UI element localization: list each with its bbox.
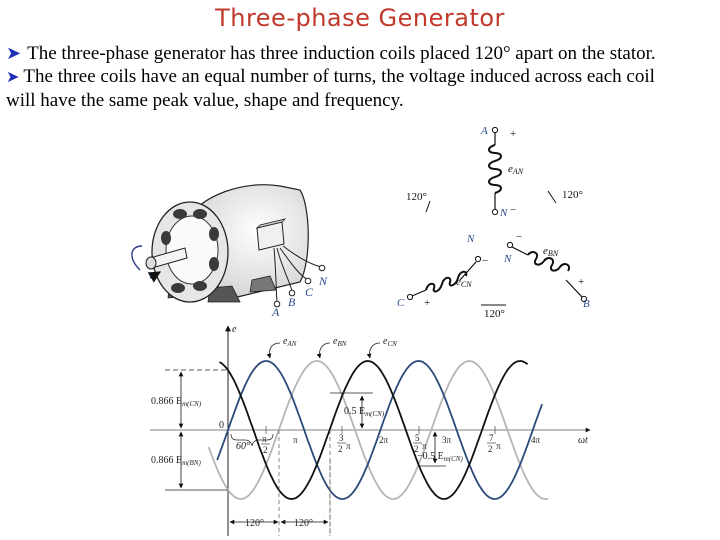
- svg-text:2: 2: [488, 444, 493, 454]
- svg-text:2: 2: [414, 444, 419, 454]
- annotation-0866-cn: 0.866 Em(CN): [151, 396, 202, 408]
- e-an-legend: eAN: [283, 336, 297, 348]
- tick-pi: π: [293, 435, 298, 445]
- e-bn-waveform: [207, 360, 549, 500]
- e-bn-label: eBN: [543, 245, 559, 258]
- waveform-chart: [150, 325, 591, 536]
- plus-sign: +: [510, 128, 516, 140]
- e-an-waveform: [216, 360, 543, 500]
- neutral-a-label: N: [499, 207, 508, 219]
- svg-text:7: 7: [489, 433, 494, 443]
- e-cn-legend: eCN: [383, 336, 397, 348]
- minus-sign: −: [516, 231, 522, 243]
- e-cn-waveform: [219, 360, 529, 500]
- annotation-05-cn: 0.5 Em(CN): [344, 406, 385, 418]
- tick-3pi: 3π: [442, 435, 452, 445]
- terminal-b-label: B: [583, 298, 590, 310]
- bullet-list: ➤The three-phase generator has three ind…: [6, 42, 718, 112]
- svg-text:π: π: [422, 441, 427, 451]
- svg-text:π: π: [346, 441, 351, 451]
- coil-labels: A + eAN N − 120° 120° 120° N − eCN C + −…: [397, 125, 590, 320]
- annotation-0866-bn: 0.866 Em(BN): [151, 455, 201, 467]
- terminal-label-b: B: [288, 295, 296, 309]
- svg-text:π: π: [496, 441, 501, 451]
- annotation-60deg: 60°: [236, 441, 250, 452]
- wt-axis-label: ωt: [578, 435, 588, 446]
- svg-text:2: 2: [263, 445, 268, 455]
- tick-4pi: 4π: [531, 435, 541, 445]
- coil-wye-diagram: [406, 126, 588, 306]
- page-title: Three-phase Generator: [215, 4, 505, 32]
- arrow-bullet-icon: ➤: [6, 43, 22, 63]
- minus-sign: −: [510, 204, 516, 216]
- terminal-a-label: A: [480, 125, 488, 137]
- coil-bn: [506, 241, 588, 303]
- svg-text:π: π: [262, 434, 267, 444]
- angle-label: 120°: [562, 189, 583, 201]
- e-cn-label: eCN: [456, 276, 472, 289]
- angle-label: 120°: [406, 191, 427, 203]
- plus-sign: +: [424, 297, 430, 309]
- bullet-item-1: ➤The three-phase generator has three ind…: [6, 42, 718, 65]
- bullet-item-2: ➤The three coils have an equal number of…: [6, 65, 718, 89]
- annotation-120deg-b: 120°: [294, 518, 313, 529]
- bullet-text: The three-phase generator has three indu…: [27, 43, 656, 64]
- neutral-b-label: N: [503, 253, 512, 265]
- svg-text:3: 3: [339, 433, 344, 443]
- annotation-neg05-cn: −0.5 Em(CN): [417, 451, 463, 463]
- arrow-bullet-icon: ➤: [6, 69, 20, 86]
- generator-illustration: A B C N: [131, 184, 328, 319]
- terminal-c-label: C: [397, 297, 405, 309]
- svg-text:5: 5: [415, 433, 420, 443]
- svg-text:2: 2: [338, 444, 343, 454]
- minus-sign: −: [482, 255, 488, 267]
- e-axis-label: e: [232, 324, 237, 335]
- terminal-label-c: C: [305, 285, 314, 299]
- bullet-continuation: will have the same peak value, shape and…: [6, 90, 404, 111]
- terminal-label-a: A: [271, 305, 280, 319]
- annotation-120deg-a: 120°: [245, 518, 264, 529]
- plus-sign: +: [578, 276, 584, 288]
- waveform-labels: e ωt 0 eAN eBN eCN 0.866 Em(CN) 0.866 Em…: [151, 324, 588, 529]
- e-an-label: eAN: [508, 163, 524, 176]
- bullet-text: The three coils have an equal number of …: [23, 66, 655, 87]
- origin-label: 0: [219, 420, 224, 431]
- coil-an: [488, 126, 502, 216]
- angle-label: 120°: [484, 308, 505, 320]
- coil-cn: [406, 255, 482, 301]
- terminal-label-n: N: [318, 274, 328, 288]
- e-bn-legend: eBN: [333, 336, 347, 348]
- neutral-c-label: N: [466, 233, 475, 245]
- tick-2pi: 2π: [379, 435, 389, 445]
